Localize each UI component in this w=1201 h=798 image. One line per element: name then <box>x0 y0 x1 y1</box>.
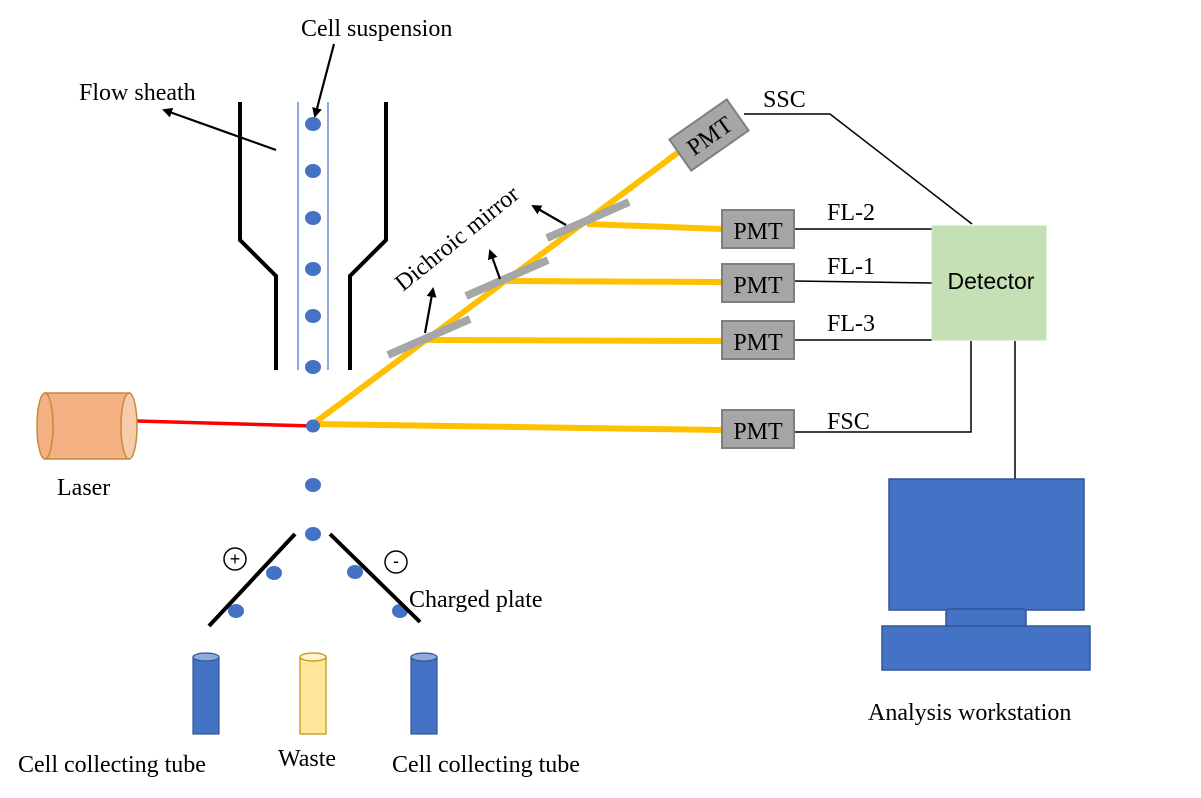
pmt-ssc: PMT <box>668 97 750 173</box>
fl1-wire <box>793 280 933 284</box>
positive-plate <box>207 532 297 628</box>
plus-sign: + <box>223 547 247 571</box>
minus-sign: - <box>384 550 408 574</box>
mirror-arrows <box>423 205 567 334</box>
svg-text:PMT: PMT <box>733 219 783 245</box>
svg-text:+: + <box>230 549 241 569</box>
cell <box>306 419 320 433</box>
left-collecting-tube <box>192 652 220 735</box>
cell-suspension-channel <box>297 102 329 370</box>
ssc-wire <box>744 113 973 225</box>
waste-tube <box>299 652 327 735</box>
fsc-light-path <box>312 421 723 433</box>
pmt-fl3: PMT <box>721 320 795 360</box>
falling-cells <box>228 419 408 618</box>
monitor-screen <box>888 478 1085 611</box>
cell <box>305 527 321 541</box>
svg-text:PMT: PMT <box>733 330 783 356</box>
right-collecting-tube <box>410 652 438 735</box>
waste-label: Waste <box>278 746 336 772</box>
svg-text:PMT: PMT <box>733 273 783 299</box>
svg-text:-: - <box>393 551 399 571</box>
cell <box>305 478 321 492</box>
cell <box>266 566 282 580</box>
label-fl2: FL-2 <box>827 200 875 226</box>
charged-plates <box>207 532 422 628</box>
flow-sheath-arrow <box>162 107 277 152</box>
dichroic-mirrors <box>386 198 631 359</box>
cell <box>305 211 321 225</box>
detector-label: Detector <box>948 268 1035 294</box>
laser-label: Laser <box>57 475 110 501</box>
flow-sheath <box>238 102 388 370</box>
dichroic-mirror-1 <box>386 315 472 359</box>
svg-text:PMT: PMT <box>733 419 783 445</box>
monitor-base <box>881 625 1091 671</box>
cell <box>305 262 321 276</box>
dichroic-mirror-3 <box>545 198 631 242</box>
cell <box>305 309 321 323</box>
pmt-fl2: PMT <box>721 209 795 249</box>
analysis-workstation <box>881 478 1091 671</box>
analysis-workstation-label: Analysis workstation <box>868 700 1071 726</box>
cells-in-channel <box>305 117 321 374</box>
left-tube-label: Cell collecting tube <box>18 752 206 778</box>
signal-wires <box>744 113 1016 483</box>
pmt-fsc: PMT <box>721 409 795 449</box>
fl1-light-path <box>505 278 723 285</box>
fl2-light-path <box>586 221 723 232</box>
cell-suspension-label: Cell suspension <box>301 16 452 42</box>
dichroic-mirror-2 <box>464 256 550 300</box>
detector: Detector <box>931 225 1047 341</box>
cell <box>228 604 244 618</box>
fl3-light-path <box>426 337 723 344</box>
cell <box>305 117 321 131</box>
cell-suspension-arrow <box>312 43 336 118</box>
light-paths <box>311 145 723 433</box>
laser-beam <box>136 419 314 428</box>
flow-sheath-label: Flow sheath <box>79 80 196 106</box>
laser-device <box>36 392 138 460</box>
pmt-fl1: PMT <box>721 263 795 303</box>
fsc-wire <box>794 341 972 433</box>
charged-plate-label: Charged plate <box>409 587 543 613</box>
cell <box>305 360 321 374</box>
label-ssc: SSC <box>763 87 806 113</box>
cell <box>305 164 321 178</box>
negative-plate <box>328 532 422 624</box>
label-fl3: FL-3 <box>827 311 875 337</box>
right-tube-label: Cell collecting tube <box>392 752 580 778</box>
cell <box>347 565 363 579</box>
label-fl1: FL-1 <box>827 254 875 280</box>
label-fsc: FSC <box>827 409 870 435</box>
